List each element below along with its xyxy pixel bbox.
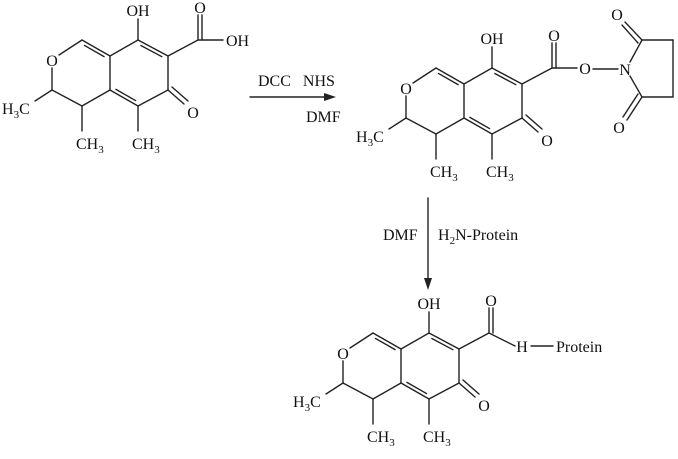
reaction-arrow-step2 [424,197,432,290]
methyl-label: CH3 [76,136,104,156]
hydroxyl-label: OH [126,3,150,20]
methyl-label: CH3 [423,429,451,449]
carbonyl-oxygen-label: O [548,28,560,45]
reaction-arrow-step1 [249,93,336,101]
protein-label: Protein [556,339,602,356]
methyl-label: CH3 [132,136,160,156]
ketone-oxygen-label: O [187,105,199,122]
ester-oxygen-label: O [579,61,591,78]
methyl-label: CH3 [367,429,395,449]
reagent-dcc-nhs: DCC NHS [258,73,335,90]
ring-oxygen-label: O [400,81,412,98]
ketone-oxygen-label: O [541,133,553,150]
reagent-dmf-step1: DMF [306,109,341,126]
ketone-oxygen-label: O [478,398,490,415]
carbonyl-oxygen-label: O [485,293,497,310]
molecule-starting-acid: OH O O CH3 CH3 H3C O OH [2,0,250,156]
methyl-label: CH3 [486,164,514,184]
methyl-label: H3C [356,129,384,149]
carbonyl-oxygen-label: O [194,0,206,17]
imide-oxygen-label: O [611,7,623,24]
ring-oxygen-label: O [46,53,58,70]
molecule-nhs-ester: OH O O CH3 CH3 H3C O O N O O [356,7,674,184]
methyl-label: H3C [2,101,30,121]
reagent-h2n-protein: H2N-Protein [438,227,518,247]
imide-oxygen-label: O [613,120,625,137]
methyl-label: H3C [293,394,321,414]
acid-hydroxyl-label: OH [226,33,250,50]
hydroxyl-label: OH [417,296,441,313]
amide-nitrogen-label: H [516,339,528,356]
hydroxyl-label: OH [480,31,504,48]
imide-nitrogen-label: N [619,62,631,79]
reagent-dmf-step2: DMF [383,227,418,244]
methyl-label: CH3 [430,164,458,184]
ring-oxygen-label: O [337,346,349,363]
